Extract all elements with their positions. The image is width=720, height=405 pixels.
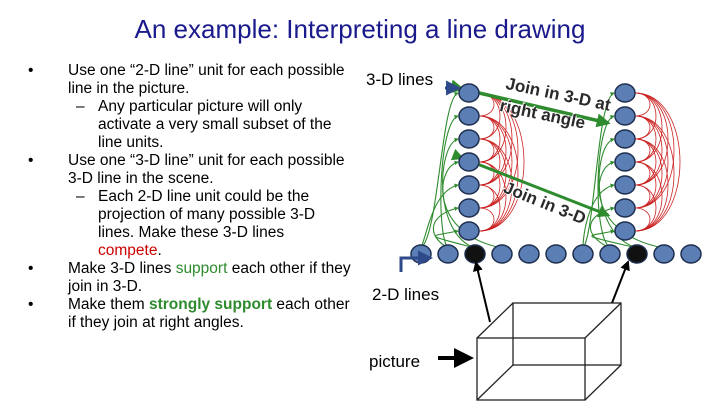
3d-line-unit xyxy=(614,83,636,103)
3d-line-units xyxy=(458,83,636,241)
picture-to-unit-arrow-right xyxy=(611,260,630,304)
2d-line-unit xyxy=(491,244,513,264)
bullet-text: Use one “3-D line” unit for each possibl… xyxy=(68,152,345,187)
sub-bullet-text-end: . xyxy=(157,242,162,259)
3d-line-unit xyxy=(614,129,636,149)
3d-line-unit xyxy=(614,198,636,218)
strongly-support-word: strongly support xyxy=(148,296,273,313)
support-curve xyxy=(434,229,476,249)
bullet-dot: • xyxy=(28,260,34,277)
compete-arc xyxy=(634,207,651,232)
sub-bullet-dash: – xyxy=(76,188,85,205)
2d-line-unit xyxy=(626,244,648,264)
bullet-dot: • xyxy=(28,296,34,313)
2d-line-unit xyxy=(464,244,486,264)
2d-line-unit xyxy=(653,244,675,264)
3d-line-unit xyxy=(458,198,480,218)
strong-support-arrow xyxy=(449,79,611,128)
picture-to-unit-arrow-left xyxy=(472,261,491,323)
2d-line-unit xyxy=(518,244,540,264)
bullet-4: • Make them strongly support each other … xyxy=(26,296,356,332)
3d-line-unit xyxy=(458,106,480,126)
cube-picture xyxy=(476,302,622,401)
3d-line-unit xyxy=(614,221,636,241)
compete-word: compete xyxy=(98,242,158,259)
bullet-1: • Use one “2-D line” unit for each possi… xyxy=(26,62,356,98)
3d-line-unit xyxy=(458,175,480,195)
bullet-text-end: each other if they join at right angles. xyxy=(68,296,350,331)
bullet-text: Make them xyxy=(68,296,149,313)
2d-line-units xyxy=(410,244,702,264)
bullet-dot: • xyxy=(28,62,34,79)
2d-line-unit xyxy=(410,244,432,264)
support-curve xyxy=(420,92,459,249)
3d-line-unit xyxy=(614,152,636,172)
sub-bullet-text: Each 2-D line unit could be the projecti… xyxy=(98,188,316,241)
label-picture: picture xyxy=(369,352,421,371)
bullet-dot: • xyxy=(28,152,34,169)
sub-bullet-text: Any particular picture will only activat… xyxy=(98,98,332,151)
3d-line-unit xyxy=(458,83,480,103)
2d-lines-pointer-arrow xyxy=(399,250,433,272)
support-arrow xyxy=(450,148,611,218)
3d-line-unit xyxy=(614,175,636,195)
3d-line-unit xyxy=(458,221,480,241)
sub-bullet-1: – Any particular picture will only activ… xyxy=(26,98,356,152)
2d-line-unit xyxy=(680,244,702,264)
support-word: support xyxy=(175,260,228,277)
compete-arc xyxy=(634,115,669,209)
bullet-text: Use one “2-D line” unit for each possibl… xyxy=(68,62,345,97)
support-curve xyxy=(432,206,459,249)
3d-line-unit xyxy=(614,106,636,126)
2d-line-unit xyxy=(437,244,459,264)
label-3d-lines: 3-D lines xyxy=(366,70,434,89)
bullet-2: • Use one “3-D line” unit for each possi… xyxy=(26,152,356,188)
bullet-text: Make 3-D lines xyxy=(68,260,176,277)
3d-line-unit xyxy=(458,129,480,149)
compete-arc xyxy=(634,92,681,232)
sub-bullet-dash: – xyxy=(76,98,85,115)
bullet-3: • Make 3-D lines support each other if t… xyxy=(26,260,356,296)
bullet-list: • Use one “2-D line” unit for each possi… xyxy=(26,62,356,332)
sub-bullet-2: – Each 2-D line unit could be the projec… xyxy=(26,188,356,260)
slide-title: An example: Interpreting a line drawing xyxy=(134,14,586,44)
2d-line-unit xyxy=(545,244,567,264)
bullet-text-end: each other if they join in 3-D. xyxy=(68,260,351,295)
3d-line-unit xyxy=(458,152,480,172)
support-curve xyxy=(591,229,638,249)
label-2d-lines: 2-D lines xyxy=(372,285,440,304)
2d-line-unit xyxy=(599,244,621,264)
2d-line-unit xyxy=(572,244,594,264)
